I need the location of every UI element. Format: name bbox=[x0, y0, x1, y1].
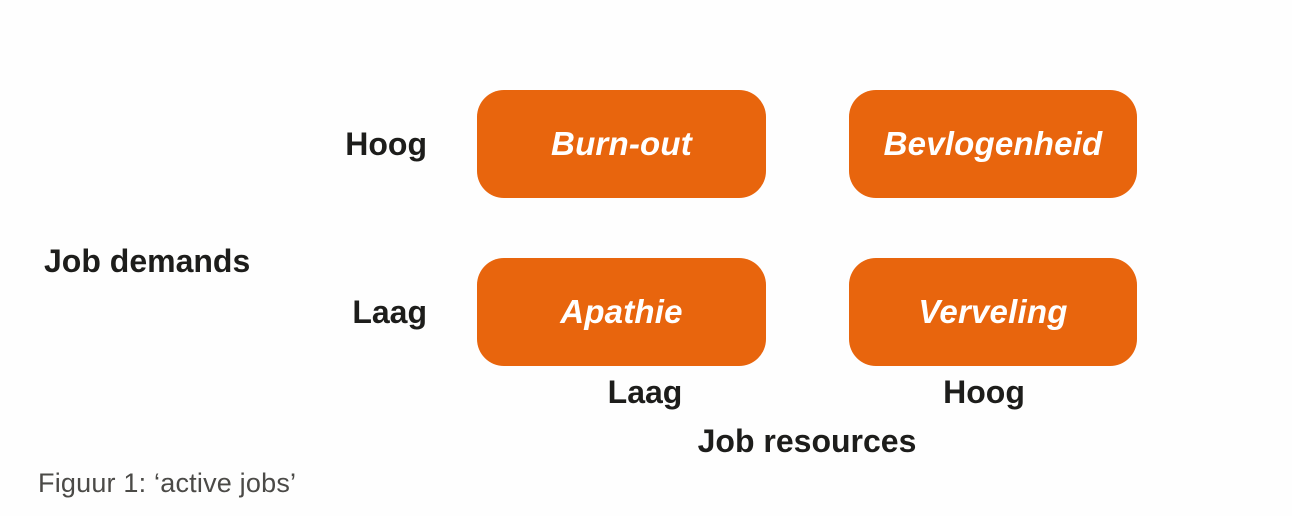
y-axis-tick-low-label: Laag bbox=[352, 293, 427, 330]
quadrant-box-burnout: Burn-out bbox=[477, 90, 766, 198]
x-axis-title: Job resources bbox=[697, 423, 917, 459]
quadrant-box-bevlogenheid: Bevlogenheid bbox=[849, 90, 1137, 198]
x-axis-tick-low: Laag bbox=[607, 374, 683, 410]
quadrant-label-burnout: Burn-out bbox=[551, 125, 692, 162]
quadrant-label-bevlogenheid: Bevlogenheid bbox=[883, 125, 1103, 162]
y-axis-tick-low: Laag bbox=[250, 258, 427, 366]
x-axis-tick-high: Hoog bbox=[943, 374, 1025, 410]
y-axis-title: Job demands bbox=[44, 243, 251, 279]
quadrant-box-apathie: Apathie bbox=[477, 258, 766, 366]
figure-caption: Figuur 1: ‘active jobs’ bbox=[38, 468, 297, 498]
quadrant-label-apathie: Apathie bbox=[560, 293, 683, 330]
quadrant-box-verveling: Verveling bbox=[849, 258, 1137, 366]
quadrant-label-verveling: Verveling bbox=[918, 293, 1068, 330]
y-axis-tick-high: Hoog bbox=[250, 90, 427, 198]
y-axis-tick-high-label: Hoog bbox=[345, 125, 427, 162]
